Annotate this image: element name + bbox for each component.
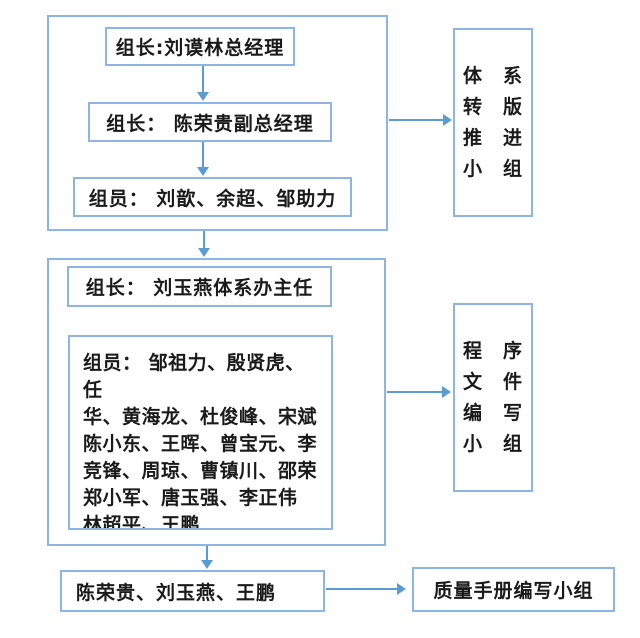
group2-members-line: 组员： 邹祖力、殷贤虎、任 xyxy=(83,352,305,401)
team1-box: 体 系 转 版 推 进 小 组 xyxy=(453,28,533,217)
team1-line: 体 系 xyxy=(462,64,523,87)
team1-line: 推 进 xyxy=(462,126,523,149)
team2-line: 编 写 xyxy=(462,401,523,424)
group3-team-box: 质量手册编写小组 xyxy=(412,567,615,612)
arrow-down-4-head xyxy=(201,560,213,569)
arrow-right-2-head xyxy=(442,386,451,398)
group1-leader2-label: 组长： 陈荣贵副总经理 xyxy=(106,112,314,135)
group2-members-line: 竞锋、周琼、曹镇川、邵荣 xyxy=(83,460,318,482)
arrow-down-3-stem xyxy=(203,231,205,250)
arrow-right-3-stem xyxy=(326,588,398,590)
arrow-right-1-stem xyxy=(389,119,444,121)
arrow-down-4-stem xyxy=(206,546,208,562)
group1-leader2-box: 组长： 陈荣贵副总经理 xyxy=(88,102,332,142)
arrow-down-2-stem xyxy=(202,142,204,169)
group2-members-line: 郑小军、唐玉强、李正伟 xyxy=(83,487,298,509)
group1-members-label: 组员： 刘歆、余超、邹助力 xyxy=(88,187,337,210)
arrow-down-3-head xyxy=(198,248,210,257)
arrow-down-1-stem xyxy=(202,66,204,94)
group1-leader1-label: 组长:刘谟林总经理 xyxy=(115,37,285,59)
team2-box: 程 序 文 件 编 写 小 组 xyxy=(453,303,533,492)
team2-line: 程 序 xyxy=(462,339,523,362)
arrow-right-1-head xyxy=(443,114,452,126)
arrow-down-2-head xyxy=(197,167,209,176)
group3-members-box: 陈荣贵、刘玉燕、王鹏 xyxy=(60,570,325,612)
group2-members-line: 华、黄海龙、杜俊峰、宋斌 xyxy=(83,406,318,428)
team2-line: 文 件 xyxy=(462,370,523,393)
group2-members-line: 陈小东、王晖、曾宝元、李 xyxy=(83,433,318,455)
arrow-right-2-stem xyxy=(387,391,442,393)
arrow-down-1-head xyxy=(197,92,209,101)
group3-team-label: 质量手册编写小组 xyxy=(433,580,594,602)
group2-leader-label: 组长： 刘玉燕体系办主任 xyxy=(85,277,314,299)
group2-members-box: 组员： 邹祖力、殷贤虎、任 华、黄海龙、杜俊峰、宋斌 陈小东、王晖、曾宝元、李 … xyxy=(68,335,333,530)
group2-members-line: 林超平、王鹏 xyxy=(83,514,201,530)
team2-line: 小 组 xyxy=(462,432,523,455)
team1-line: 转 版 xyxy=(462,95,523,118)
group1-members-box: 组员： 刘歆、余超、邹助力 xyxy=(73,177,352,217)
arrow-right-3-head xyxy=(397,583,406,595)
group2-leader-box: 组长： 刘玉燕体系办主任 xyxy=(67,266,332,307)
team1-line: 小 组 xyxy=(462,157,523,180)
group1-leader1-box: 组长:刘谟林总经理 xyxy=(105,27,295,66)
group3-members-label: 陈荣贵、刘玉燕、王鹏 xyxy=(76,581,277,604)
